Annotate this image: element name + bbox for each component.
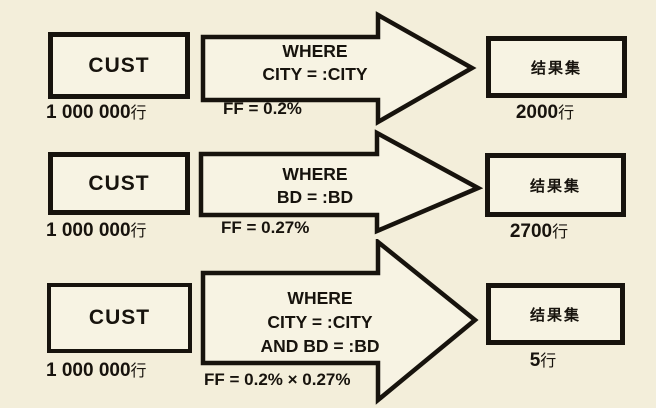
source-rowcount: 1 000 000行 [46,217,147,242]
where-clause: WHERE BD = :BD [225,163,405,209]
where-line: BD = :BD [276,187,354,207]
result-set-box: 结果集 [486,36,627,98]
source-table-label: CUST [88,171,150,195]
source-table-label: CUST [88,53,150,77]
where-line: CITY = :CITY [262,64,368,84]
source-rowcount-unit: 行 [130,363,147,380]
result-set-label: 结果集 [529,177,581,195]
where-clause: WHERE CITY = :CITY [225,40,405,86]
filter-arrow [200,11,477,126]
source-rowcount-unit: 行 [130,105,147,122]
result-set-box: 结果集 [485,153,626,217]
filter-factor-label: FF = 0.2% × 0.27% [204,370,351,389]
result-set-label: 结果集 [530,59,582,77]
source-rowcount-number: 1 000 000 [46,102,131,123]
result-set-label: 结果集 [529,306,581,324]
where-line: CITY = :CITY [267,312,373,332]
filter-arrow [198,129,483,235]
source-rowcount-unit: 行 [130,223,147,240]
where-clause: WHERE CITY = :CITY AND BD = :BD [225,286,415,358]
result-rowcount-unit: 行 [558,105,575,122]
where-line: WHERE [282,41,348,61]
source-table-box: CUST [48,152,190,215]
source-table-box: CUST [48,32,190,99]
source-rowcount: 1 000 000行 [46,99,147,124]
source-table-label: CUST [88,306,151,329]
result-rowcount-number: 5 [529,350,541,371]
result-rowcount: 2000行 [480,99,610,124]
where-line: WHERE [282,164,348,184]
source-table-box: CUST [47,283,192,353]
source-rowcount-number: 1 000 000 [46,220,131,241]
source-rowcount-number: 1 000 000 [46,360,131,381]
where-line: WHERE [287,288,353,308]
result-rowcount-number: 2700 [509,221,553,242]
result-set-box: 结果集 [486,283,625,345]
filter-factor-label: FF = 0.27% [221,218,310,237]
result-rowcount: 2700行 [474,218,604,243]
where-line: AND BD = :BD [260,336,380,356]
filter-factor-label: FF = 0.2% [223,99,302,118]
result-rowcount-number: 2000 [515,102,559,123]
source-rowcount: 1 000 000行 [46,357,147,382]
result-rowcount: 5行 [478,347,608,372]
result-rowcount-unit: 行 [540,353,557,370]
result-rowcount-unit: 行 [552,224,569,241]
filter-arrow [200,239,479,405]
